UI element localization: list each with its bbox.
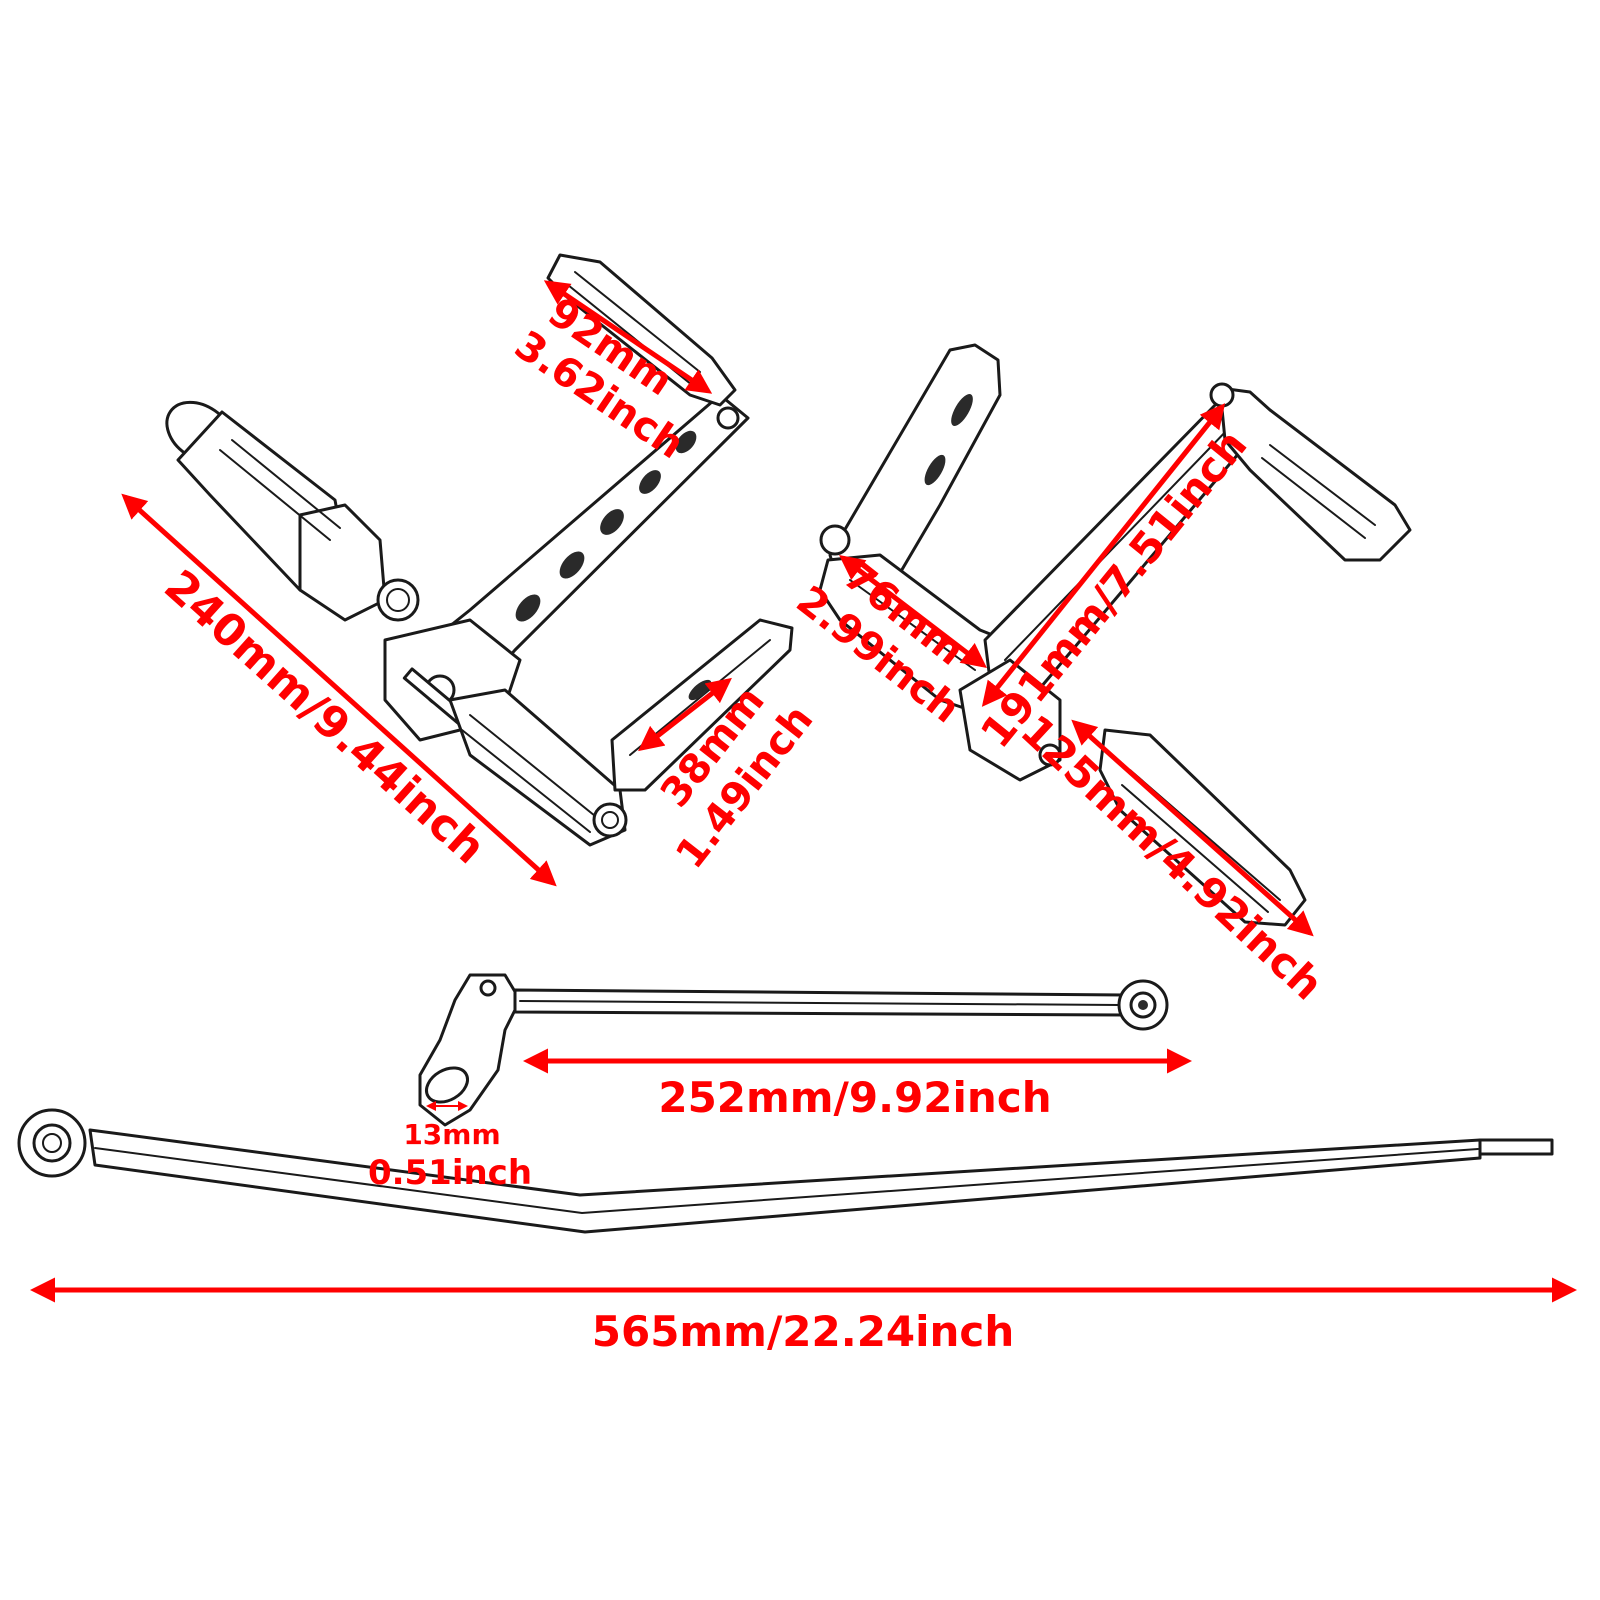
- label-lower-peg: 125mm/4.92inch: [1011, 705, 1332, 1009]
- dimension-lines: [30, 280, 1577, 1303]
- dim-line-peg-top: [543, 280, 713, 394]
- dim-line-arm: [839, 554, 987, 669]
- label-linkage: 252mm/9.92inch: [658, 1073, 1051, 1122]
- label-bore-inch: 0.51inch: [368, 1153, 532, 1193]
- shift-rod: [17, 1108, 1554, 1234]
- right-upper-lever: [819, 343, 1002, 592]
- dim-line-lower-peg: [1071, 719, 1314, 937]
- label-long-arm: 191mm/7.51inch: [971, 421, 1257, 757]
- shift-rod-bar: [88, 1128, 1482, 1234]
- dim-line-overall-length: [121, 493, 557, 887]
- dim-line-pedal: [638, 677, 732, 752]
- shift-rod-end: [1478, 1138, 1554, 1156]
- label-bore-mm: 13mm: [403, 1118, 500, 1151]
- right-top-footpeg: [1209, 382, 1412, 562]
- label-shift-rod: 565mm/22.24inch: [592, 1307, 1014, 1356]
- dim-line-long-arm: [981, 403, 1226, 707]
- linkage-rod: [418, 973, 1169, 1127]
